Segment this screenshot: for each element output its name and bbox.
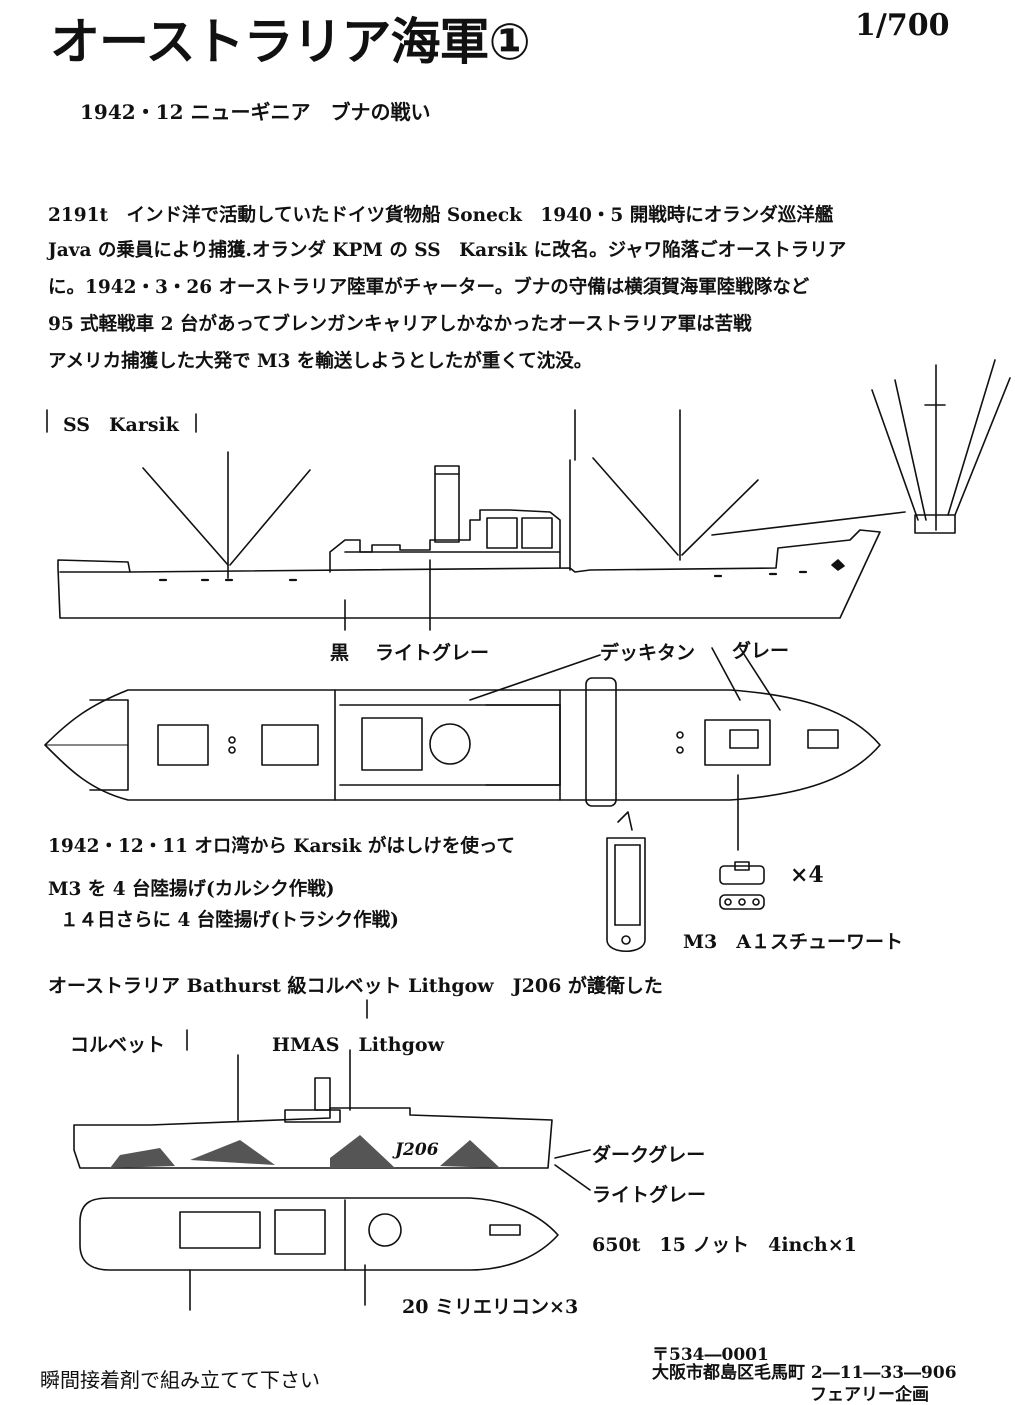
corvette-side-view bbox=[74, 1050, 590, 1190]
tank-count: ×4 bbox=[790, 862, 824, 888]
escort-note: オーストラリア Bathurst 級コルベット Lithgow J206 が護衛… bbox=[48, 975, 663, 997]
description-line-3: に。1942・3・26 オーストラリア陸軍がチャーター。ブナの守備は横須賀海軍陸… bbox=[48, 277, 810, 298]
subtitle: 1942・12 ニューギニア ブナの戦い bbox=[80, 100, 431, 124]
karsik-side-view bbox=[58, 410, 905, 630]
corvette-top-view bbox=[80, 1198, 558, 1310]
description-line-4: 95 式軽戦車 2 台があってブレンガンキャリアしかなかったオーストラリア軍は苦… bbox=[48, 314, 752, 335]
assembly-instruction: 瞬間接着剤で組み立てて下さい bbox=[40, 1368, 320, 1392]
barge-drawing bbox=[607, 812, 645, 951]
dark-grey-label: ダークグレー bbox=[592, 1144, 706, 1166]
corvette-type: コルベット bbox=[70, 1034, 166, 1056]
landing-line-2: M3 を 4 台陸揚げ(カルシク作戦) bbox=[48, 879, 335, 900]
postal-code: 〒534―0001 bbox=[652, 1345, 769, 1365]
page-title: オーストラリア海軍① bbox=[50, 13, 531, 71]
mast-detail bbox=[872, 360, 1010, 533]
pennant-number: J206 bbox=[395, 1140, 439, 1160]
deck-color-label: デッキタン bbox=[600, 642, 696, 664]
light-grey-label: ライトグレー bbox=[592, 1184, 707, 1206]
corvette-specs: 650t 15 ノット 4inch×1 bbox=[592, 1234, 857, 1256]
oerlikon-label: 20 ミリエリコン×3 bbox=[402, 1296, 579, 1318]
landing-line-3: １４日さらに 4 台陸揚げ(トラシク作戦) bbox=[60, 910, 399, 931]
description-line-1: 2191t インド洋で活動していたドイツ貨物船 Soneck 1940・5 開戦… bbox=[48, 205, 834, 226]
karsik-name: SS Karsik bbox=[63, 414, 179, 436]
superstructure-color-label: ライトグレー bbox=[375, 642, 490, 664]
tank-caption: M3 A１スチューワート bbox=[683, 931, 903, 953]
description-line-2: Java の乗員により捕獲.オランダ KPM の SS Karsik に改名。ジ… bbox=[48, 240, 847, 261]
address: 大阪市都島区毛馬町 2―11―33―906 bbox=[652, 1363, 957, 1383]
description-line-5: アメリカ捕獲した大発で M3 を輸送しようとしたが重くて沈没。 bbox=[48, 351, 593, 372]
landing-line-1: 1942・12・11 オロ湾から Karsik がはしけを使って bbox=[48, 836, 515, 857]
corvette-name: HMAS Lithgow bbox=[272, 1034, 444, 1056]
scale-label: 1/700 bbox=[855, 8, 950, 43]
tank-drawing bbox=[720, 862, 764, 909]
karsik-top-view bbox=[45, 648, 880, 850]
hull-color-label: 黒 bbox=[330, 642, 350, 664]
